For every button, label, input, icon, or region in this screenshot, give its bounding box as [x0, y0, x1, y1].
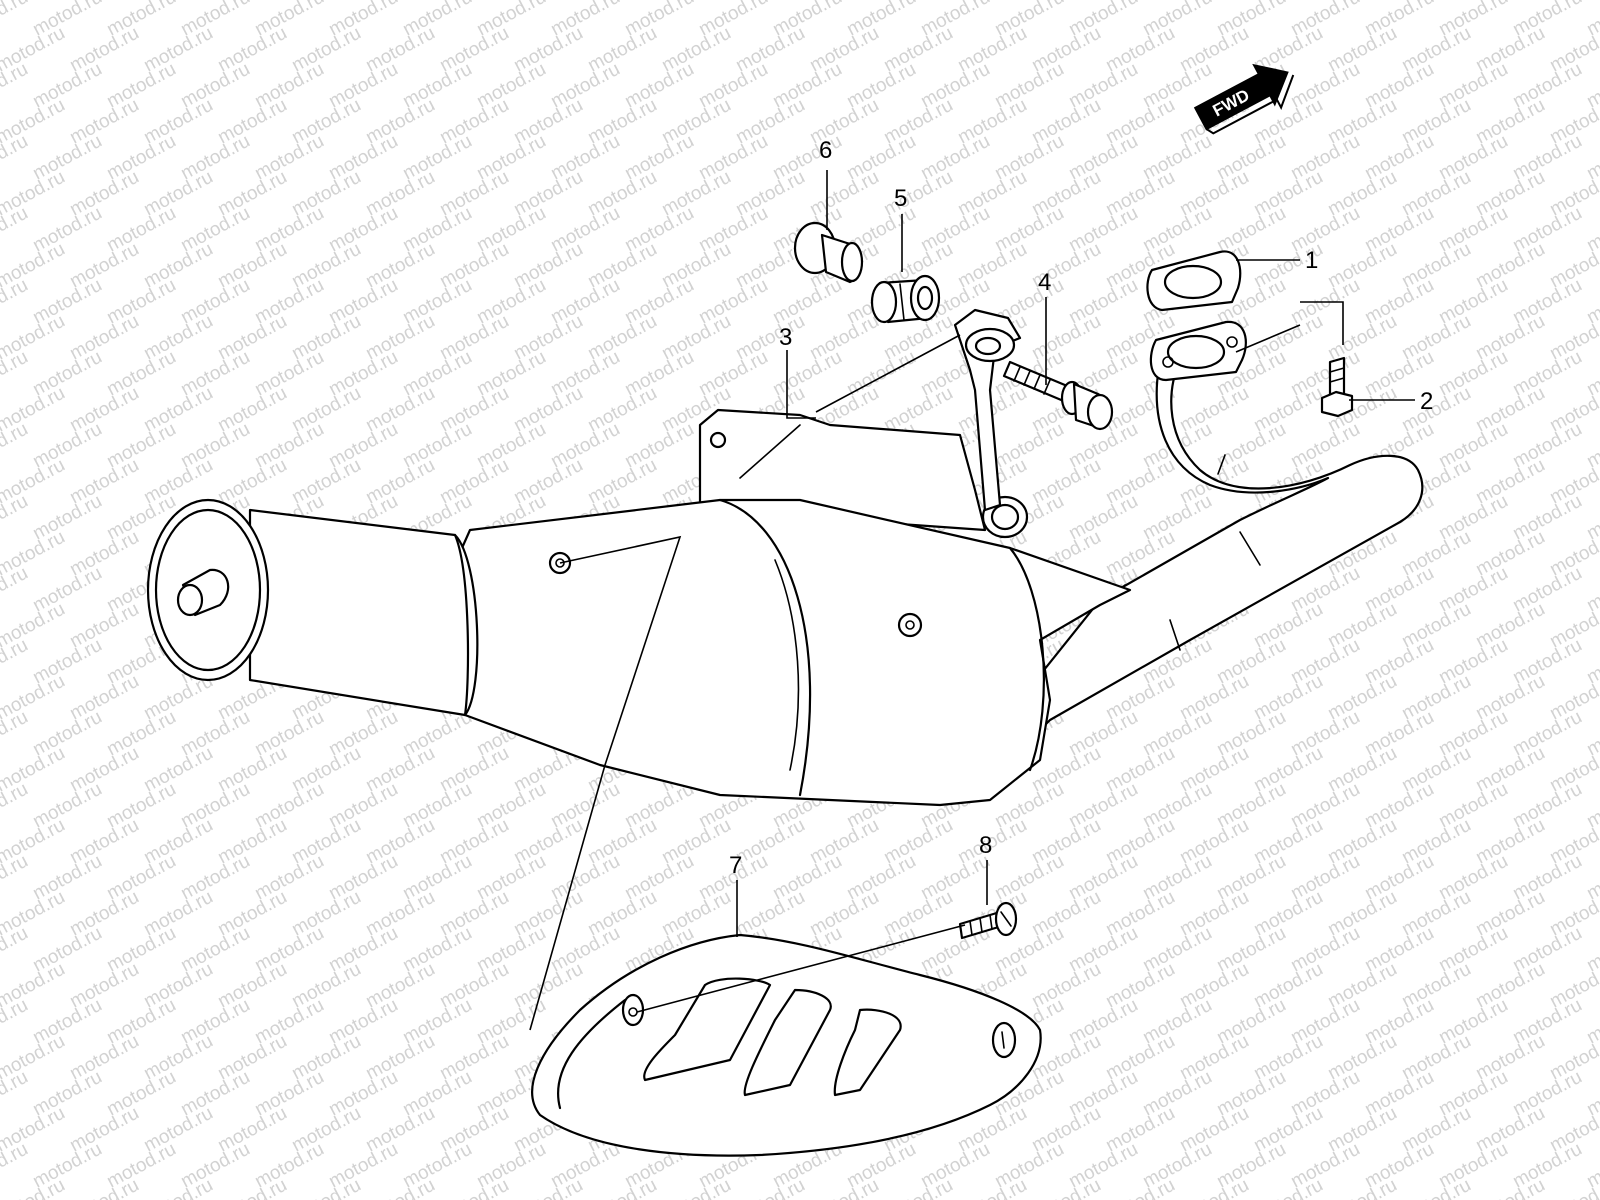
muffler-hanger-bracket [953, 308, 1022, 512]
watermark-text: motod.ru [140, 1175, 216, 1200]
watermark-text: motod.ru [806, 1175, 882, 1200]
watermark-text: motod.ru [1028, 1175, 1104, 1200]
fwd-arrow-icon [1193, 63, 1289, 131]
body-nut-icon [897, 612, 923, 638]
watermark-text: motod.ru [0, 131, 32, 185]
watermark-text: motod.ru [0, 779, 32, 833]
watermark-text: motod.ru [0, 923, 32, 977]
hanger-bolt [1002, 360, 1114, 431]
watermark-text: motod.ru [0, 635, 32, 689]
bushing-collar [793, 221, 864, 284]
watermark-text: motod.ru [0, 347, 32, 401]
watermark-text: motod.ru [658, 1175, 734, 1200]
watermark-text: motod.ru [0, 995, 32, 1049]
watermark-text: motod.ru [0, 563, 32, 617]
watermark-text: motod.ru [1102, 1175, 1178, 1200]
callout-labels: 1 2 3 4 5 6 7 8 [729, 137, 1433, 879]
watermark-text: motod.ru [0, 1139, 32, 1193]
callout-6: 6 [819, 137, 832, 164]
callout-8: 8 [979, 832, 992, 859]
watermark-text: motod.ru [510, 1175, 586, 1200]
exhaust-gasket [1146, 250, 1242, 312]
watermark-text: motod.ru [0, 0, 32, 40]
callout-2: 2 [1420, 388, 1433, 415]
watermark-text: motod.ru [954, 1175, 1030, 1200]
watermark-text: motod.ru [0, 59, 32, 113]
callout-leaders [736, 170, 1415, 937]
muffler [146, 408, 1132, 807]
watermark-text: motod.ru [0, 275, 32, 329]
watermark-text: motod.ru [0, 1067, 32, 1121]
watermark-text: motod.ru [0, 203, 32, 257]
watermark-text: motod.ru [0, 707, 32, 761]
callout-7: 7 [729, 852, 742, 879]
callout-4: 4 [1038, 269, 1051, 296]
watermark-text: motod.ru [362, 1175, 438, 1200]
watermark-text: motod.ru [436, 1175, 512, 1200]
watermark-text: motod.ru [880, 1175, 956, 1200]
callout-3: 3 [779, 324, 792, 351]
flange-nut [1320, 356, 1354, 418]
watermark-text: motod.ru [1176, 1175, 1252, 1200]
callout-5: 5 [894, 185, 907, 212]
watermark-text: motod.ru [66, 1175, 142, 1200]
exhaust-flange [1149, 320, 1247, 382]
watermark-text: motod.ru [1250, 1175, 1326, 1200]
heat-shield [531, 933, 1042, 1157]
watermark-text: motod.ru [0, 851, 32, 905]
watermark-text: motod.ru [1324, 1175, 1400, 1200]
callout-1: 1 [1305, 247, 1318, 274]
watermark-text: motod.ru [732, 1175, 808, 1200]
watermark-text: motod.ru [0, 491, 32, 545]
heat-shield-screw [958, 901, 1018, 940]
watermark-text: motod.ru [1398, 1175, 1474, 1200]
rubber-bushing [870, 274, 941, 324]
watermark-text: motod.ru [288, 1175, 364, 1200]
assembly-lines [529, 324, 1301, 1031]
watermark-text: motod.ru [0, 419, 32, 473]
watermark-text: motod.ru [214, 1175, 290, 1200]
watermark-text: motod.ru [1472, 1175, 1548, 1200]
watermark-text: motod.ru [584, 1175, 660, 1200]
